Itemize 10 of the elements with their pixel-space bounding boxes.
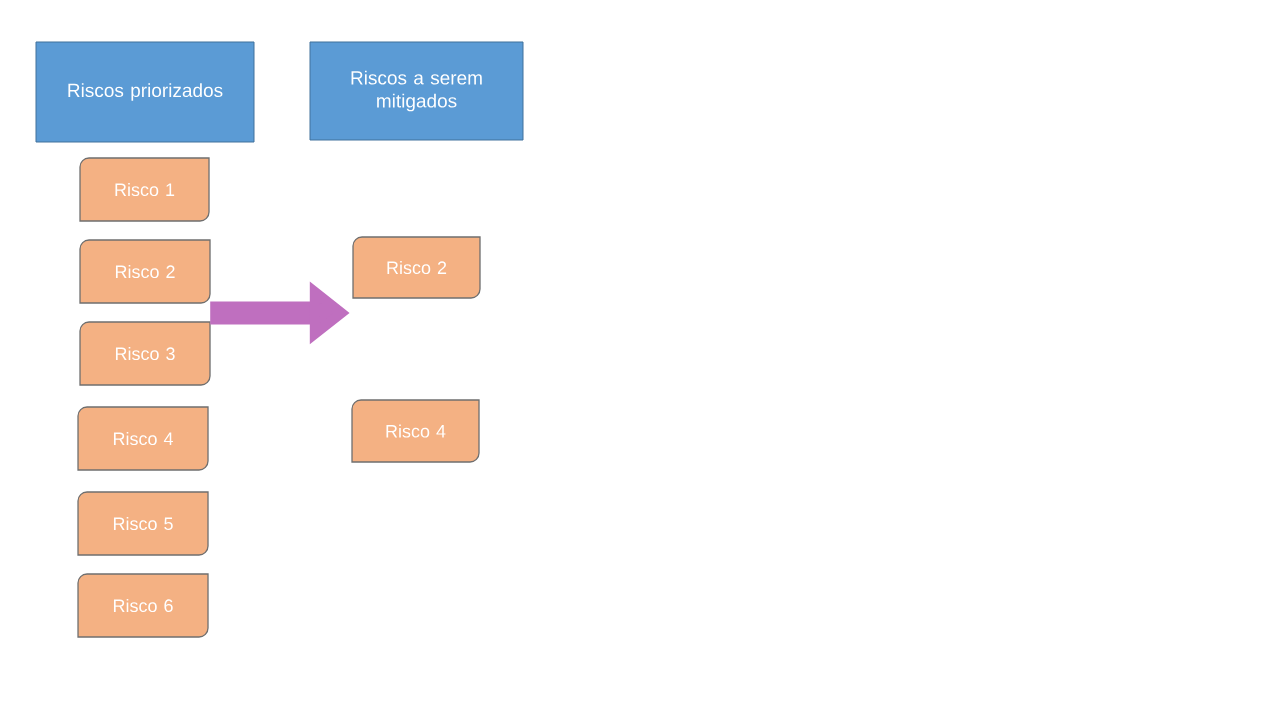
risk-box: Risco 6 (77, 573, 209, 638)
risk-box: Risco 1 (79, 157, 210, 222)
risk-box: Risco 2 (352, 236, 481, 299)
header-box: Riscos priorizados (35, 41, 255, 143)
risk-box: Risco 4 (351, 399, 480, 463)
risk-box: Risco 4 (77, 406, 209, 471)
risk-box: Risco 3 (79, 321, 211, 386)
header-box: Riscos a serem mitigados (309, 41, 524, 141)
risk-box: Risco 2 (79, 239, 211, 304)
risk-box: Risco 5 (77, 491, 209, 556)
